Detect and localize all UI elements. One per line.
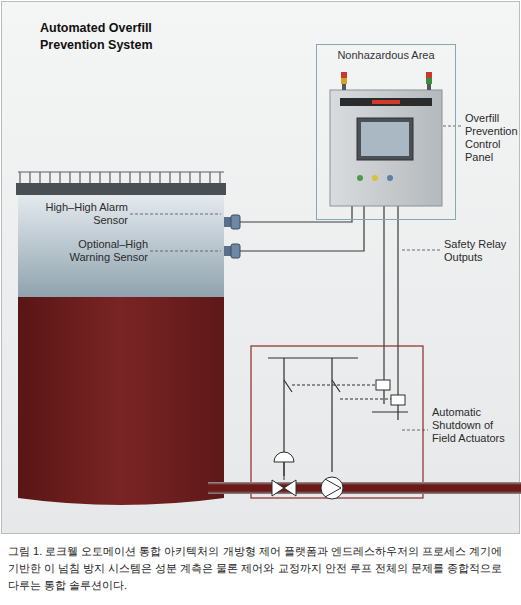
control-panel [330,72,442,206]
caption: 그림 1. 로크웰 오토메이션 통합 아키텍처의 개방형 제어 플랫폼과 엔드레… [8,543,513,594]
frame [2,2,520,534]
valve [272,452,296,496]
signal-wire [240,206,398,395]
callout-label: High–High Alarm Sensor [36,201,128,227]
callout-label: Optional–High Warning Sensor [36,238,148,264]
safety-relay [391,395,405,405]
area-heading: Nonhazardous Area [317,45,455,61]
callout-label: Overfill Prevention Control Panel [465,112,519,164]
pump [321,477,343,499]
pipe [208,482,521,494]
callout-label: Automatic Shutdown of Field Actuators [432,406,518,445]
safety-relay [376,380,390,390]
callout-label: Safety Relay Outputs [444,238,518,264]
title: Automated Overfill Prevention System [40,20,210,54]
area-box: Nonhazardous Area [316,44,456,220]
shutdown-region [251,346,423,498]
tank [16,172,226,505]
level-sensor [224,215,240,258]
relay-circuit [268,358,408,476]
